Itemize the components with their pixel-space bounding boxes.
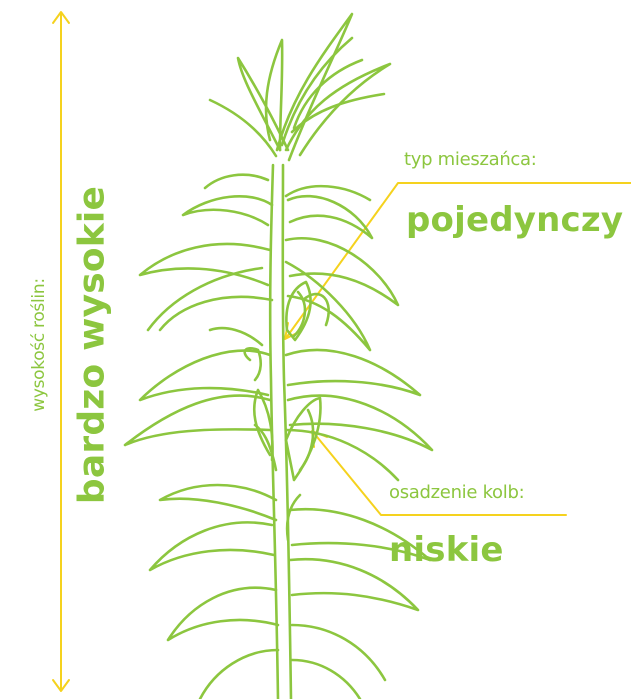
plant-height-caption: wysokość roślin:	[29, 278, 49, 412]
height-arrow	[53, 12, 69, 691]
plant-height-value: bardzo wysokie	[72, 186, 113, 504]
hybrid-type-caption: typ mieszańca:	[404, 149, 537, 170]
ear-placement-value: niskie	[389, 530, 504, 570]
hybrid-type-value: pojedynczy	[406, 200, 623, 240]
ear-placement-caption: osadzenie kolb:	[389, 482, 524, 503]
corn-plant	[125, 14, 432, 699]
